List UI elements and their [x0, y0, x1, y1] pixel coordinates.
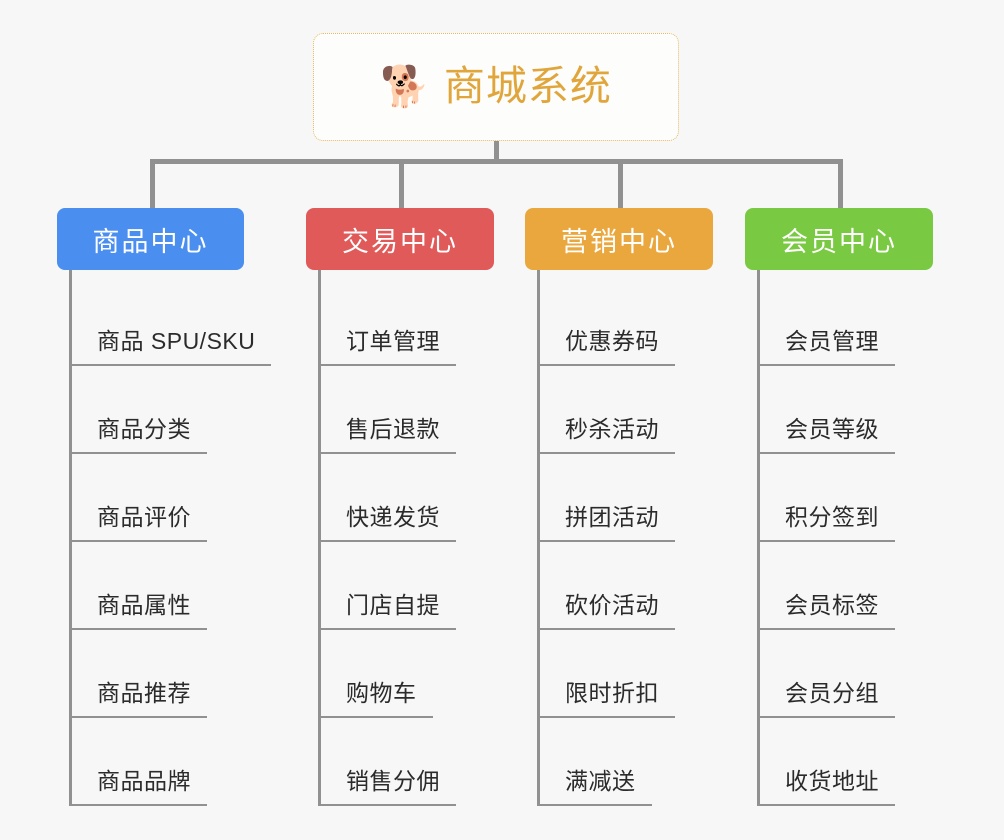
list-item[interactable]: 限时折扣 — [525, 630, 713, 718]
category-header-trade-center[interactable]: 交易中心 — [306, 208, 494, 270]
list-item[interactable]: 快递发货 — [306, 454, 494, 542]
list-item[interactable]: 砍价活动 — [525, 542, 713, 630]
list-item[interactable]: 商品 SPU/SKU — [57, 278, 272, 366]
leaf-list-product-center: 商品 SPU/SKU 商品分类 商品评价 商品属性 商品推荐 商品品牌 — [57, 270, 272, 806]
list-item-label: 收货地址 — [785, 768, 879, 794]
leaf-list-trade-center: 订单管理 售后退款 快递发货 门店自提 购物车 销售分佣 — [306, 270, 494, 806]
root-node[interactable]: 🐕 商城系统 — [313, 33, 679, 141]
list-item[interactable]: 拼团活动 — [525, 454, 713, 542]
list-item-label: 商品推荐 — [97, 680, 191, 706]
category-header-marketing-center[interactable]: 营销中心 — [525, 208, 713, 270]
list-item-label: 商品品牌 — [97, 768, 191, 794]
list-item-label: 拼团活动 — [565, 504, 659, 530]
list-item[interactable]: 满减送 — [525, 718, 713, 806]
list-item-label: 秒杀活动 — [565, 416, 659, 442]
list-item-label: 会员分组 — [785, 680, 879, 706]
list-item-label: 快递发货 — [346, 504, 440, 530]
column-trade-center: 交易中心 订单管理 售后退款 快递发货 门店自提 购物车 销售分佣 — [306, 208, 494, 806]
column-marketing-center: 营销中心 优惠券码 秒杀活动 拼团活动 砍价活动 限时折扣 满减送 — [525, 208, 713, 806]
list-item[interactable]: 购物车 — [306, 630, 494, 718]
category-title: 交易中心 — [342, 226, 458, 257]
list-item[interactable]: 积分签到 — [745, 454, 933, 542]
spine-member-center — [757, 270, 760, 806]
list-item-label: 砍价活动 — [565, 592, 659, 618]
category-title: 营销中心 — [561, 226, 677, 257]
category-title: 商品中心 — [92, 226, 209, 257]
list-item-label: 满减送 — [565, 768, 636, 794]
list-item-label: 订单管理 — [346, 328, 440, 354]
list-item[interactable]: 商品属性 — [57, 542, 244, 630]
list-item[interactable]: 会员等级 — [745, 366, 933, 454]
list-item-label: 会员等级 — [785, 416, 879, 442]
root-title: 商城系统 — [443, 63, 612, 110]
list-item[interactable]: 商品评价 — [57, 454, 244, 542]
spine-trade-center — [318, 270, 321, 806]
spine-marketing-center — [537, 270, 540, 806]
leaf-list-member-center: 会员管理 会员等级 积分签到 会员标签 会员分组 收货地址 — [745, 270, 933, 806]
connector-drop-2 — [399, 159, 404, 208]
list-item[interactable]: 销售分佣 — [306, 718, 494, 806]
list-item-label: 商品 SPU/SKU — [97, 328, 256, 354]
spine-product-center — [69, 270, 72, 806]
list-item-label: 商品属性 — [97, 592, 191, 618]
connector-root-stem — [494, 141, 499, 163]
column-product-center: 商品中心 商品 SPU/SKU 商品分类 商品评价 商品属性 商品推荐 商品品牌 — [57, 208, 272, 806]
list-item-label: 商品评价 — [97, 504, 191, 530]
list-item-label: 商品分类 — [97, 416, 191, 442]
list-item[interactable]: 商品分类 — [57, 366, 244, 454]
connector-drop-3 — [618, 159, 623, 208]
list-item[interactable]: 收货地址 — [745, 718, 933, 806]
list-item[interactable]: 会员管理 — [745, 278, 933, 366]
list-item[interactable]: 优惠券码 — [525, 278, 713, 366]
shiba-dog-icon: 🐕 — [380, 65, 430, 109]
list-item[interactable]: 订单管理 — [306, 278, 494, 366]
list-item-label: 积分签到 — [785, 504, 879, 530]
list-item[interactable]: 秒杀活动 — [525, 366, 713, 454]
list-item-label: 购物车 — [346, 680, 417, 706]
list-item[interactable]: 会员分组 — [745, 630, 933, 718]
list-item[interactable]: 门店自提 — [306, 542, 494, 630]
category-header-product-center[interactable]: 商品中心 — [57, 208, 244, 270]
connector-horizontal-bus — [150, 159, 841, 164]
list-item-label: 优惠券码 — [565, 328, 659, 354]
list-item-label: 会员标签 — [785, 592, 879, 618]
list-item[interactable]: 商品品牌 — [57, 718, 244, 806]
column-member-center: 会员中心 会员管理 会员等级 积分签到 会员标签 会员分组 收货地址 — [745, 208, 933, 806]
category-title: 会员中心 — [781, 226, 897, 257]
list-item-label: 会员管理 — [785, 328, 879, 354]
list-item-label: 限时折扣 — [565, 680, 659, 706]
list-item[interactable]: 商品推荐 — [57, 630, 244, 718]
list-item-label: 门店自提 — [346, 592, 440, 618]
connector-drop-4 — [838, 159, 843, 208]
list-item-label: 销售分佣 — [346, 768, 440, 794]
list-item[interactable]: 售后退款 — [306, 366, 494, 454]
connector-drop-1 — [150, 159, 155, 208]
list-item[interactable]: 会员标签 — [745, 542, 933, 630]
leaf-list-marketing-center: 优惠券码 秒杀活动 拼团活动 砍价活动 限时折扣 满减送 — [525, 270, 713, 806]
list-item-label: 售后退款 — [346, 416, 440, 442]
category-header-member-center[interactable]: 会员中心 — [745, 208, 933, 270]
